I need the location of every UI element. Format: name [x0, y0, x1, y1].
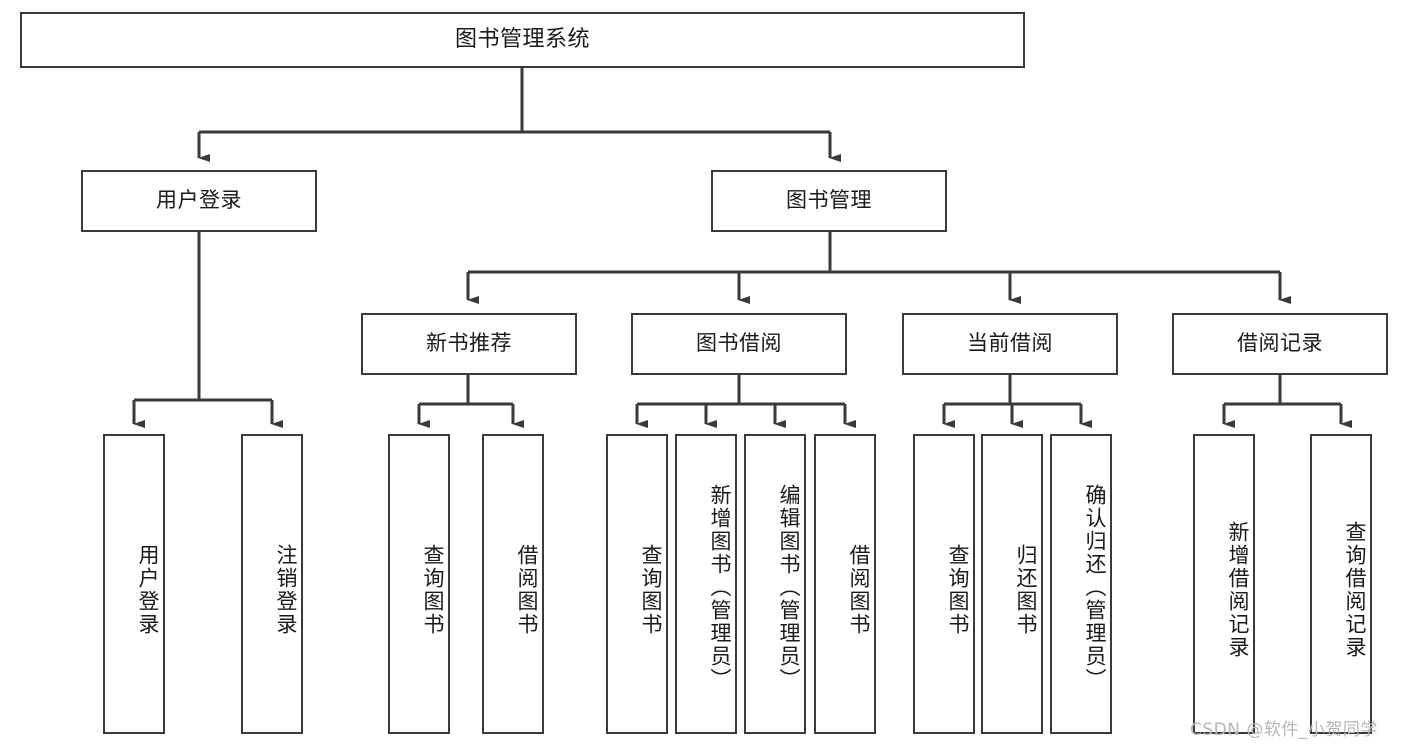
- node-current-borrow[interactable]: 当前借阅: [902, 313, 1118, 375]
- node-label: 借阅记录: [1237, 331, 1323, 356]
- leaf-current-borrow-confirm-return-admin[interactable]: 确认归还（管理员）: [1050, 434, 1112, 734]
- node-user-login[interactable]: 用户登录: [81, 170, 317, 232]
- node-label: 编辑图书（管理员）: [777, 483, 801, 691]
- node-label: 借阅图书: [847, 544, 871, 636]
- node-borrow-record[interactable]: 借阅记录: [1172, 313, 1388, 375]
- leaf-new-book-query-book[interactable]: 查询图书: [388, 434, 450, 734]
- node-label: 当前借阅: [967, 331, 1053, 356]
- node-label: 图书管理: [786, 188, 872, 213]
- node-label: 借阅图书: [515, 544, 539, 636]
- leaf-current-borrow-query-book[interactable]: 查询图书: [913, 434, 975, 734]
- node-label: 查询图书: [946, 544, 970, 636]
- leaf-user-login-logout[interactable]: 注销登录: [241, 434, 303, 734]
- leaf-new-book-borrow-book[interactable]: 借阅图书: [482, 434, 544, 734]
- node-label: 图书管理系统: [454, 26, 590, 52]
- node-label: 新书推荐: [426, 331, 512, 356]
- leaf-book-borrow-query-book[interactable]: 查询图书: [606, 434, 668, 734]
- watermark: CSDN @软件_小贺同学: [1190, 720, 1378, 740]
- node-book-management[interactable]: 图书管理: [711, 170, 947, 232]
- node-label: 确认归还（管理员）: [1083, 483, 1107, 691]
- leaf-book-borrow-edit-book-admin[interactable]: 编辑图书（管理员）: [744, 434, 806, 734]
- node-label: 用户登录: [136, 544, 160, 636]
- leaf-current-borrow-return-book[interactable]: 归还图书: [981, 434, 1043, 734]
- node-label: 新增借阅记录: [1226, 521, 1250, 659]
- node-new-book-recommend[interactable]: 新书推荐: [361, 313, 577, 375]
- leaf-borrow-record-query-record[interactable]: 查询借阅记录: [1310, 434, 1372, 734]
- leaf-book-borrow-add-book-admin[interactable]: 新增图书（管理员）: [675, 434, 737, 734]
- leaf-user-login-login[interactable]: 用户登录: [103, 434, 165, 734]
- node-label: 注销登录: [274, 544, 298, 636]
- node-label: 图书借阅: [696, 331, 782, 356]
- leaf-book-borrow-borrow-book[interactable]: 借阅图书: [814, 434, 876, 734]
- leaf-borrow-record-add-record[interactable]: 新增借阅记录: [1193, 434, 1255, 734]
- node-root-book-management-system[interactable]: 图书管理系统: [20, 12, 1025, 68]
- node-label: 查询图书: [421, 544, 445, 636]
- node-label: 新增图书（管理员）: [708, 483, 732, 691]
- node-book-borrow[interactable]: 图书借阅: [631, 313, 847, 375]
- node-label: 归还图书: [1014, 544, 1038, 636]
- node-label: 查询图书: [639, 544, 663, 636]
- node-label: 用户登录: [156, 188, 242, 213]
- node-label: 查询借阅记录: [1343, 521, 1367, 659]
